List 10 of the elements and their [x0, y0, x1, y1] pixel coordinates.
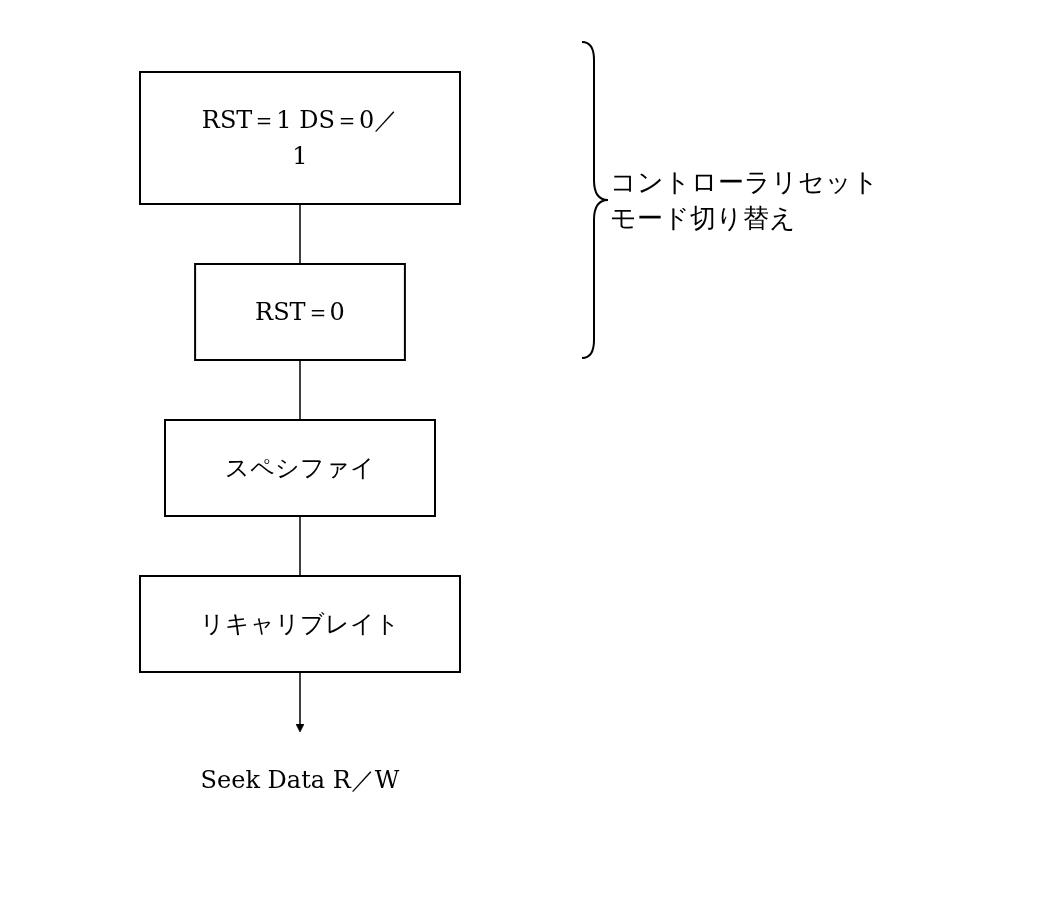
- connector: [299, 515, 301, 577]
- node-box: リキャリブレイト: [139, 575, 461, 673]
- node-box: スペシファイ: [164, 419, 436, 517]
- node-text: Seek Data R／W: [200, 766, 400, 794]
- node-box: RST＝1 DS＝0／1: [139, 71, 461, 205]
- connector: [299, 359, 301, 421]
- connector: [299, 203, 301, 265]
- node-box: RST＝0: [194, 263, 406, 361]
- annotation-text: コントローラリセットモード切り替え: [610, 165, 880, 235]
- arrow: [295, 671, 305, 733]
